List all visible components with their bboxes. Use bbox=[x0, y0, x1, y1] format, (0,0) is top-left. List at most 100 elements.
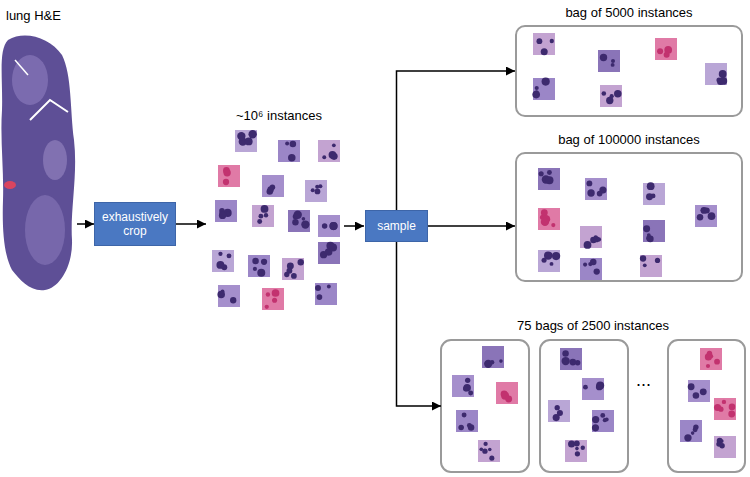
tissue-patch bbox=[688, 380, 710, 402]
nucleus bbox=[587, 189, 594, 196]
process-box: sample bbox=[365, 210, 428, 242]
tissue-patch bbox=[482, 346, 504, 368]
tissue-region bbox=[25, 195, 65, 265]
tissue-patch bbox=[714, 398, 736, 420]
nucleus bbox=[218, 252, 222, 256]
nucleus bbox=[541, 48, 548, 55]
nucleus bbox=[458, 425, 464, 431]
tissue-patch bbox=[600, 85, 622, 107]
nucleus bbox=[596, 384, 603, 391]
nucleus bbox=[539, 171, 544, 176]
patch-ground bbox=[305, 180, 327, 202]
nucleus bbox=[302, 217, 306, 221]
patch-ground bbox=[695, 205, 717, 227]
nucleus bbox=[700, 388, 707, 395]
patch-ground bbox=[212, 250, 234, 272]
tissue-patch bbox=[248, 255, 270, 277]
nucleus bbox=[575, 447, 579, 451]
nucleus bbox=[301, 220, 309, 228]
nucleus bbox=[611, 63, 615, 67]
nucleus bbox=[291, 273, 297, 279]
patch-ground bbox=[592, 410, 614, 432]
nucleus bbox=[586, 180, 592, 186]
tissue-patch bbox=[318, 242, 340, 264]
box-label: exhaustively crop bbox=[98, 210, 172, 239]
patch-ground bbox=[478, 440, 500, 462]
nucleus bbox=[602, 91, 607, 96]
nucleus bbox=[562, 350, 568, 356]
patch-ground bbox=[452, 375, 474, 397]
nucleus bbox=[708, 212, 716, 220]
tissue-patch bbox=[212, 250, 234, 272]
tissue-patch bbox=[315, 283, 337, 305]
nucleus bbox=[590, 259, 597, 266]
nucleus bbox=[584, 241, 592, 249]
nucleus bbox=[322, 155, 326, 159]
nucleus bbox=[226, 212, 231, 217]
patch-ground bbox=[533, 33, 555, 55]
tissue-patch bbox=[655, 38, 677, 60]
tissue-patch bbox=[262, 288, 284, 310]
nucleus bbox=[318, 184, 322, 188]
patch-ground bbox=[700, 348, 722, 370]
nucleus bbox=[488, 448, 492, 452]
nucleus bbox=[600, 413, 605, 418]
nucleus bbox=[596, 382, 604, 390]
tissue-patch bbox=[235, 130, 257, 152]
nucleus bbox=[227, 253, 232, 258]
patch-ground bbox=[456, 410, 478, 432]
nucleus bbox=[544, 252, 552, 260]
patch-ground bbox=[215, 200, 237, 222]
bag-heading: bag of 5000 instances bbox=[565, 5, 692, 20]
nucleus bbox=[610, 94, 614, 98]
nucleus bbox=[693, 427, 698, 432]
nucleus bbox=[329, 244, 337, 252]
tissue-patch bbox=[217, 285, 240, 307]
nucleus bbox=[551, 223, 555, 227]
patch-ground bbox=[643, 220, 665, 242]
nucleus bbox=[728, 411, 735, 418]
tissue-region bbox=[12, 55, 48, 105]
nucleus bbox=[701, 208, 705, 212]
nucleus bbox=[267, 186, 273, 192]
nucleus bbox=[647, 233, 651, 237]
nucleus bbox=[594, 268, 600, 274]
nucleus bbox=[655, 258, 660, 263]
count-label: ~10⁶ instances bbox=[236, 108, 322, 123]
nucleus bbox=[574, 441, 580, 447]
nucleus bbox=[257, 269, 265, 277]
patch-ground bbox=[533, 78, 555, 100]
tissue-region bbox=[43, 140, 67, 180]
process-box: exhaustively crop bbox=[94, 202, 176, 246]
tissue-patch bbox=[643, 220, 665, 242]
patches bbox=[212, 33, 736, 462]
nucleus bbox=[688, 383, 695, 390]
patch-ground bbox=[688, 380, 710, 402]
tissue bbox=[1, 36, 75, 291]
red-spot bbox=[4, 181, 16, 189]
nucleus bbox=[583, 385, 588, 390]
nucleus bbox=[592, 416, 599, 423]
tissue-patch bbox=[598, 50, 620, 72]
tissue-patch bbox=[252, 205, 274, 227]
nucleus bbox=[597, 191, 603, 197]
bag-box: bag of 100000 instances bbox=[515, 152, 743, 282]
nucleus bbox=[219, 212, 226, 219]
nucleus bbox=[691, 431, 695, 435]
nucleus bbox=[541, 218, 549, 226]
tissue-patch bbox=[585, 178, 607, 200]
nucleus bbox=[651, 194, 656, 199]
patch-ground bbox=[248, 255, 270, 277]
arrow bbox=[176, 223, 206, 225]
nucleus bbox=[614, 90, 622, 98]
tissue-patch bbox=[318, 215, 340, 237]
nucleus bbox=[265, 305, 269, 309]
nucleus bbox=[647, 182, 655, 190]
nucleus bbox=[332, 143, 336, 147]
nucleus bbox=[329, 222, 337, 230]
nucleus bbox=[264, 213, 268, 217]
patch-ground bbox=[288, 210, 310, 232]
patch-ground bbox=[585, 178, 607, 200]
